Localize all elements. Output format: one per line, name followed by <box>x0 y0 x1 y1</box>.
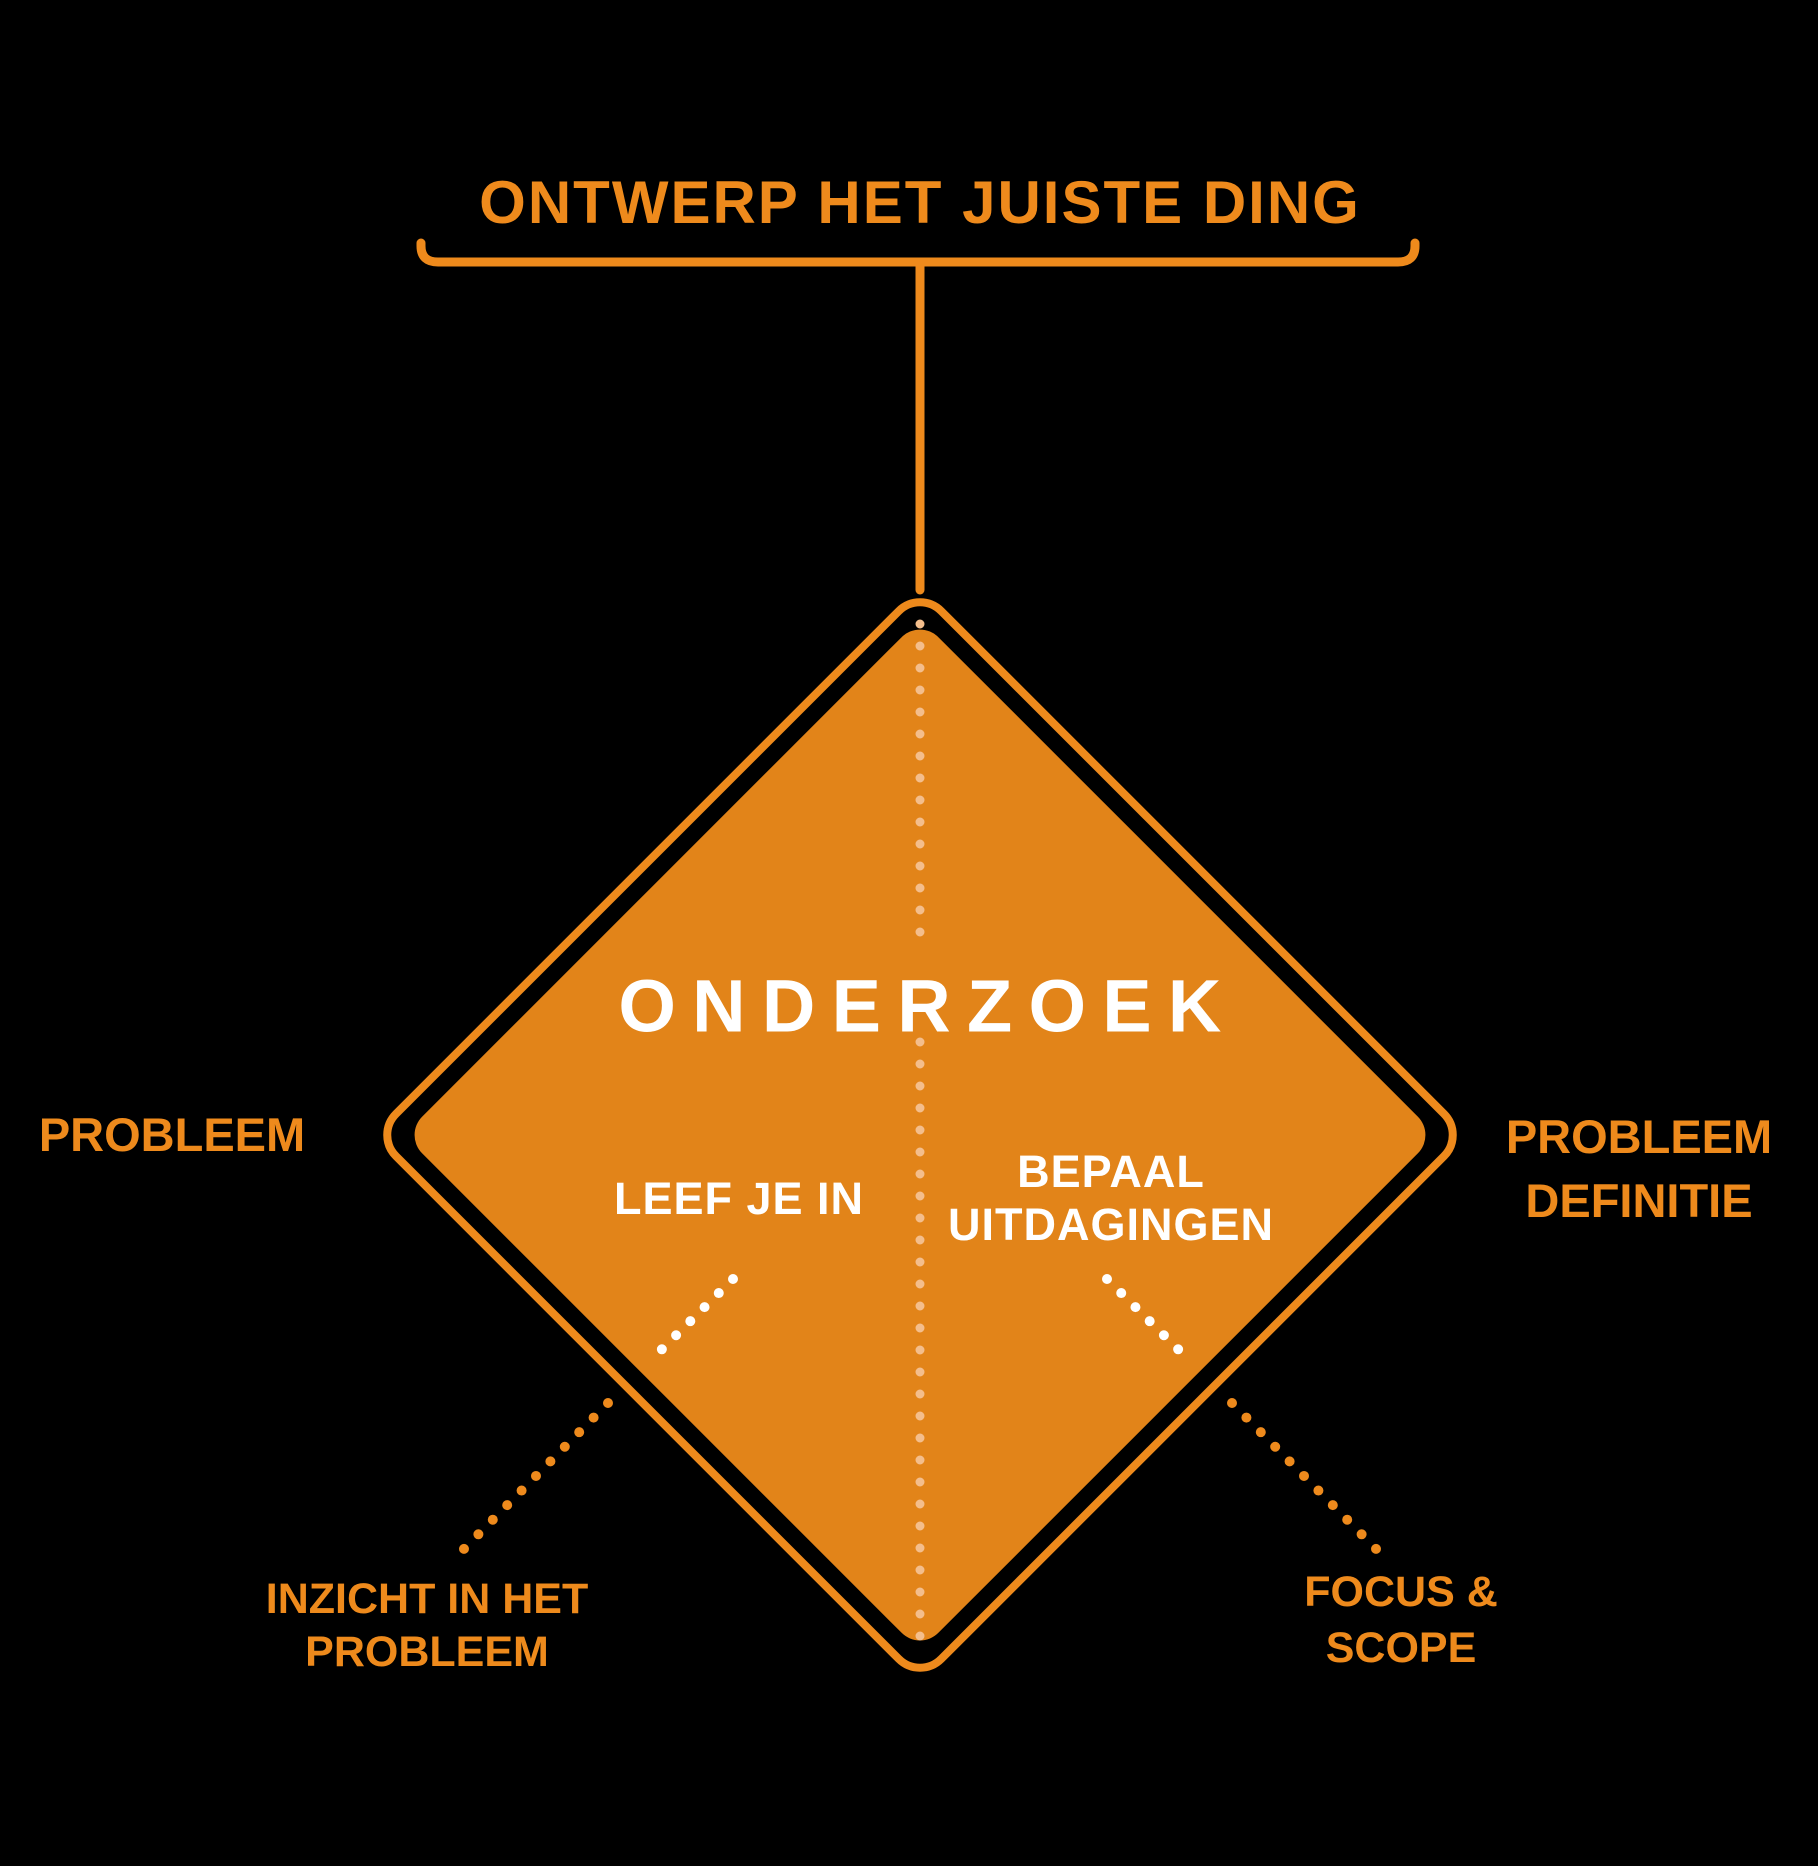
diamond-fill <box>414 629 1426 1641</box>
diamond-outline <box>383 598 1457 1672</box>
right-connector-dots-outer <box>1227 1398 1390 1563</box>
label-focus-line1: FOCUS & <box>1304 1568 1498 1616</box>
label-probleem: PROBLEEM <box>38 1107 306 1161</box>
label-focus-line2: SCOPE <box>1325 1624 1477 1672</box>
diamond-phase-title: ONDERZOEK <box>618 964 1238 1048</box>
label-probleem-definitie-line2: DEFINITIE <box>1525 1174 1753 1227</box>
label-inzicht-in-het-probleem: INZICHT IN HET PROBLEEM <box>266 1573 588 1679</box>
label-inzicht-line2: PROBLEEM <box>305 1628 549 1676</box>
activity-bepaal-uitdagingen: BEPAAL UITDAGINGEN <box>948 1145 1274 1251</box>
right-connector-dots-inner <box>1102 1274 1196 1367</box>
page-title: ONTWERP HET JUISTE DING <box>479 169 1361 236</box>
activity-bepaal-line2: UITDAGINGEN <box>948 1199 1274 1250</box>
activity-bepaal-line1: BEPAAL <box>1017 1146 1205 1197</box>
label-inzicht-line1: INZICHT IN HET <box>265 1575 589 1623</box>
label-probleem-definitie-line1: PROBLEEM <box>1505 1110 1773 1163</box>
label-probleem-definitie: PROBLEEM DEFINITIE <box>1506 1105 1772 1233</box>
left-connector-dots-outer <box>450 1398 613 1563</box>
left-connector-dots-inner <box>644 1274 738 1367</box>
activity-leef-je-in: LEEF JE IN <box>613 1173 865 1224</box>
label-focus-scope: FOCUS & SCOPE <box>1304 1564 1498 1676</box>
